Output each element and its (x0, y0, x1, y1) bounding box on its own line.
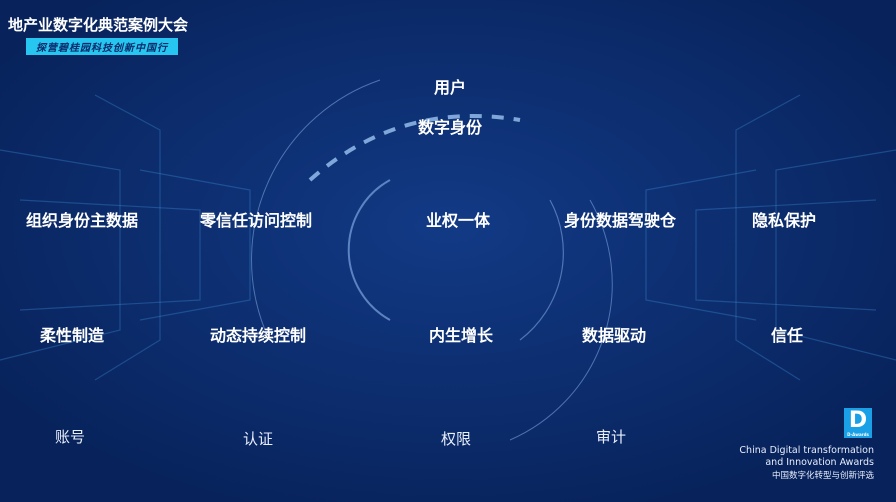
row2-item: 信任 (770, 326, 804, 345)
row3-item: 账号 (54, 428, 86, 446)
awards-line2: and Innovation Awards (765, 457, 874, 468)
row1-item: 业权一体 (425, 211, 491, 230)
row2-item: 内生增长 (428, 326, 494, 345)
row2-item: 柔性制造 (39, 326, 105, 345)
row1-item: 组织身份主数据 (25, 211, 139, 230)
row1-item: 身份数据驾驶仓 (563, 211, 677, 230)
event-title: 地产业数字化典范案例大会 (8, 16, 189, 34)
row1-item: 隐私保护 (751, 211, 817, 230)
row3-item: 认证 (242, 430, 274, 448)
row2-item: 数据驱动 (581, 326, 647, 345)
row1-item: 零信任访问控制 (199, 211, 313, 230)
awards-line1: China Digital transformation (739, 445, 874, 456)
label-digital-identity: 数字身份 (417, 118, 483, 137)
row2-item: 动态持续控制 (209, 326, 307, 345)
awards-line3: 中国数字化转型与创新评选 (771, 471, 874, 481)
label-user: 用户 (433, 78, 467, 97)
event-subtitle: 探营碧桂园科技创新中国行 (26, 38, 178, 55)
row3-item: 权限 (440, 430, 472, 448)
row3-item: 审计 (595, 428, 627, 446)
